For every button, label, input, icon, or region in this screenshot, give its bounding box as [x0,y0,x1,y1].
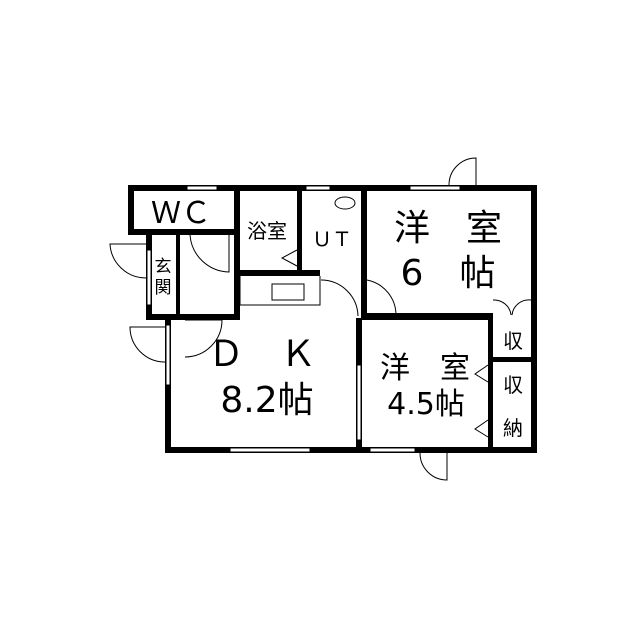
room-name-western-45: 洋 室 [380,351,470,386]
doors [109,157,532,481]
room-label-entrance-2: 関 [155,278,172,298]
room-size-western-6: 6 帖 [401,253,496,294]
room-label-closet-1: 収 [503,373,523,397]
windows [146,185,461,453]
room-label-entrance-1: 玄 [155,257,172,277]
room-label-utility: ＵＴ [312,227,352,251]
room-size-western-45: 4.5帖 [387,387,465,422]
room-name-western-6: 洋 室 [394,208,502,249]
room-label-bath: 浴室 [247,219,287,243]
room-label-closet-2: 納 [503,416,523,440]
room-name-dk: Ｄ Ｋ [208,334,316,375]
room-label-wc: ＷＣ [151,196,211,231]
room-label-closet-small: 収 [503,329,523,353]
room-size-dk: 8.2帖 [220,380,313,421]
